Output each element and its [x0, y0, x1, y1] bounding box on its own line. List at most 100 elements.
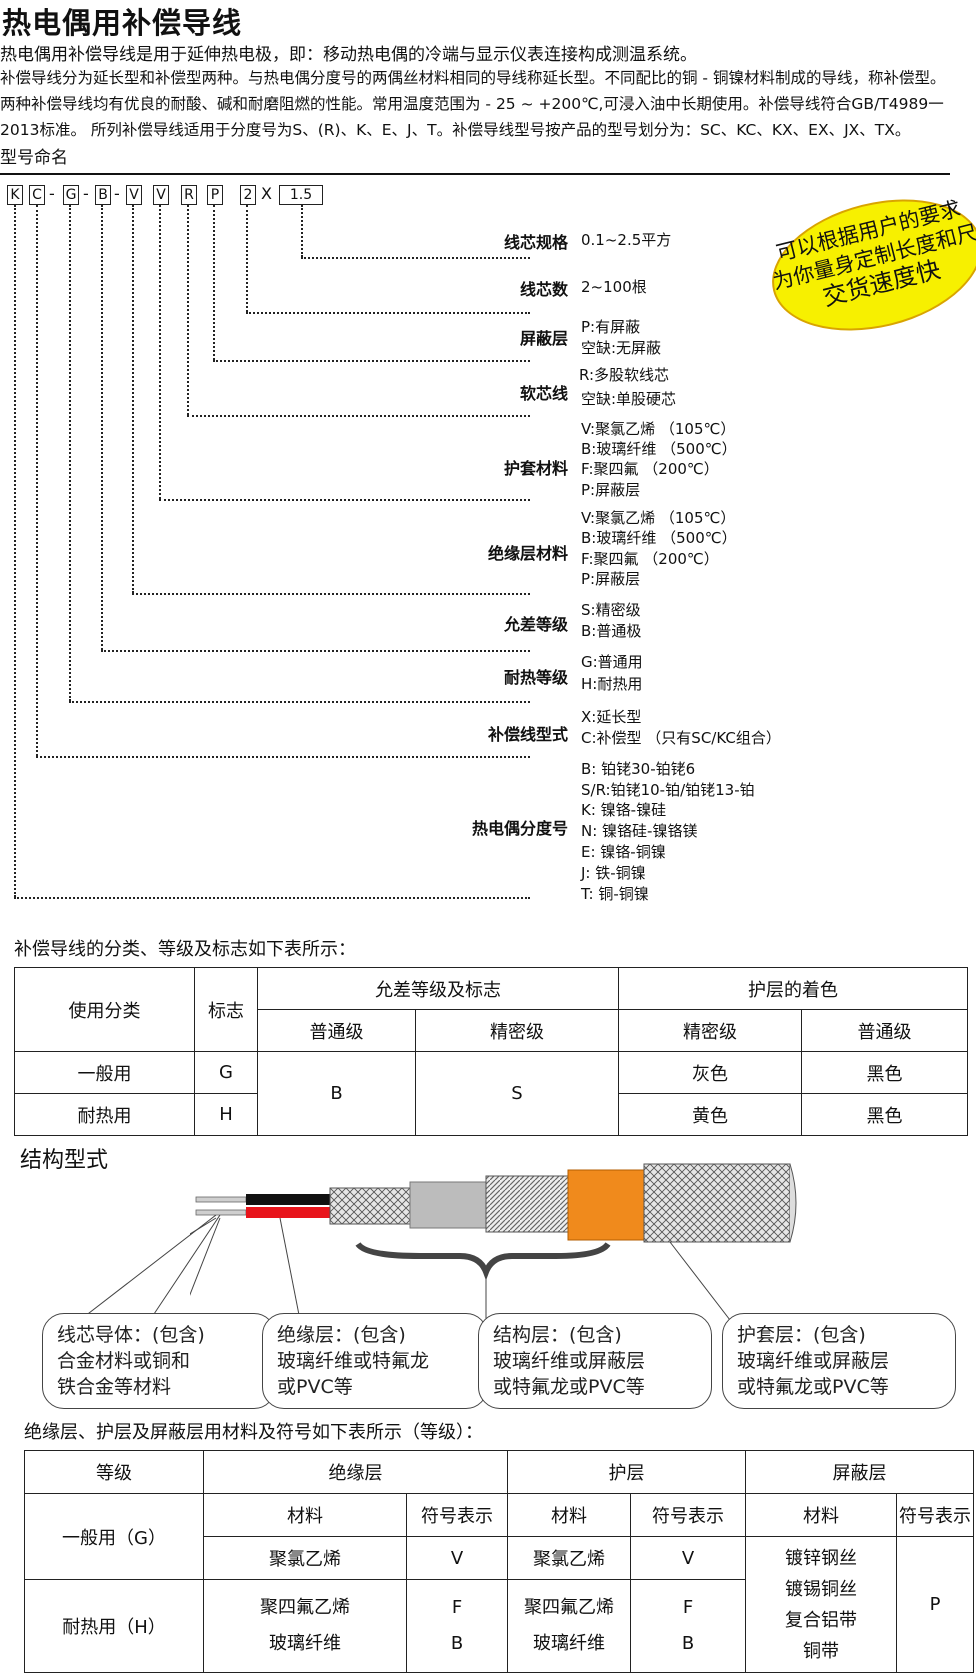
naming-value: K: 镍铬-镍硅	[581, 801, 667, 819]
cell-jacket-symbol: V	[630, 1536, 746, 1580]
connector	[301, 205, 303, 257]
connector	[159, 205, 161, 499]
intro-line-1: 热电偶用补偿导线是用于延伸热电极，即：移动热电偶的冷端与显示仪表连接构成测温系统…	[0, 45, 697, 65]
naming-label-heat-grade: 耐热等级	[503, 668, 568, 687]
header-use: 使用分类	[14, 967, 195, 1052]
cell-jacket-material: 聚氯乙烯	[507, 1536, 631, 1580]
naming-value: J: 铁-铜镍	[581, 864, 646, 882]
promo-badge: 可以根据用户的要求 为你量身定制长度和尺寸 交货速度快	[758, 178, 976, 352]
cell-shield-symbol: P	[896, 1536, 974, 1673]
cell-color: 黄色	[618, 1093, 802, 1136]
intro-line-4: 2013标准。 所列补偿导线适用于分度号为S、(R)、K、E、J、T。补偿导线型…	[0, 121, 911, 139]
shield-material: 复合铝带	[785, 1609, 857, 1631]
table-row: 聚氯乙烯 V 聚氯乙烯 V 镀锌钢丝 镀锡铜丝 复合铝带 铜带 P	[25, 1536, 974, 1673]
naming-label-shield: 屏蔽层	[519, 329, 568, 348]
callout-conductor: 线芯导体：(包含) 合金材料或铜和 铁合金等材料	[42, 1313, 276, 1409]
cell-mark: H	[194, 1093, 258, 1136]
naming-label-insulation: 绝缘层材料	[487, 544, 568, 563]
connector	[213, 360, 530, 362]
callout-insulation: 绝缘层：(包含) 玻璃纤维或特氟龙 或PVC等	[262, 1313, 488, 1409]
code-letter-v1: V	[126, 185, 142, 205]
code-letter-r: R	[181, 185, 197, 205]
naming-value: H:耐热用	[581, 675, 643, 693]
connector	[132, 593, 530, 595]
code-letter-b: B	[95, 185, 111, 205]
callout-line: 合金材料或铜和	[57, 1350, 191, 1372]
orange-layer	[567, 1169, 645, 1241]
callout-line: 或PVC等	[277, 1376, 353, 1398]
naming-value: E: 镍铬-铜镍	[581, 843, 666, 861]
connector	[246, 205, 248, 312]
naming-label-jacket: 护套材料	[503, 459, 568, 478]
header-insulation: 绝缘层	[203, 1450, 508, 1494]
header-symbol: 符号表示	[896, 1493, 974, 1537]
ins-symbol: F	[451, 1597, 463, 1618]
naming-value: B: 铂铑30-铂铑6	[581, 760, 696, 778]
naming-label-core-spec: 线芯规格	[503, 233, 568, 252]
divider	[0, 173, 950, 175]
materials-table: 等级 绝缘层 护层 屏蔽层 一般用（G） 材料 符号表示 材料 符号表示 材料 …	[24, 1450, 974, 1673]
naming-label-tolerance: 允差等级	[503, 615, 568, 634]
callout-line: 绝缘层：(包含)	[277, 1324, 406, 1346]
naming-value: G:普通用	[581, 653, 643, 671]
naming-value: B:普通极	[581, 622, 642, 640]
shield-material: 铜带	[803, 1640, 839, 1662]
naming-value: B:玻璃纤维 （500℃）	[581, 440, 737, 458]
header-tolerance: 允差等级及标志	[257, 967, 619, 1010]
cell-color: 黑色	[801, 1093, 968, 1136]
connector	[36, 756, 530, 758]
connector	[246, 312, 530, 314]
insulation-black	[246, 1194, 330, 1205]
naming-value: 空缺:无屏蔽	[581, 339, 662, 357]
leader-line	[669, 1241, 731, 1320]
code-dash: -	[49, 184, 55, 203]
code-letter-p: P	[207, 185, 223, 205]
naming-label-soft-core: 软芯线	[519, 384, 568, 403]
jacket-symbol: B	[681, 1633, 695, 1654]
leader-line	[279, 1217, 301, 1320]
header-jacket-color: 护层的着色	[618, 967, 968, 1010]
cell-heat: 耐热用（H）	[24, 1579, 204, 1673]
ins-symbol: B	[450, 1633, 464, 1654]
connector	[69, 701, 530, 703]
ins-material: 聚四氟乙烯	[260, 1597, 350, 1618]
classification-table: 使用分类 标志 允差等级及标志 护层的着色 普通级 精密级 精密级 普通级 一般…	[14, 967, 968, 1136]
callout-line: 或特氟龙或PVC等	[737, 1376, 889, 1398]
outer-jacket	[643, 1163, 791, 1243]
cell-shield-materials: 镀锌钢丝 镀锡铜丝 复合铝带 铜带	[745, 1536, 897, 1673]
naming-value: S:精密级	[581, 601, 641, 619]
table-row: 耐热用 H 黄色 黑色	[14, 1093, 968, 1136]
code-letter-c: C	[29, 185, 45, 205]
cell-use: 耐热用	[14, 1093, 195, 1136]
outer-jacket-end	[789, 1163, 797, 1243]
intro-line-2: 补偿导线分为延长型和补偿型两种。与热电偶分度号的两偶丝材料相同的导线称延长型。不…	[0, 69, 946, 87]
naming-label-core-count: 线芯数	[519, 280, 568, 299]
callout-line: 护套层：(包含)	[737, 1324, 866, 1346]
leader-line	[190, 1217, 221, 1296]
shield-material: 镀锌钢丝	[785, 1547, 857, 1569]
inner-shield	[329, 1187, 411, 1225]
cell-jacket-materials: 聚四氟乙烯 玻璃纤维	[507, 1579, 631, 1673]
cell-color: 黑色	[801, 1051, 968, 1094]
naming-label-graduation: 热电偶分度号	[471, 819, 568, 838]
callout-line: 玻璃纤维或屏蔽层	[493, 1350, 646, 1372]
connector	[14, 897, 530, 899]
braid-layer	[485, 1175, 569, 1233]
cell-jacket-symbols: F B	[630, 1579, 746, 1673]
cell-tol-precise: S	[415, 1051, 619, 1136]
jacket-material: 玻璃纤维	[533, 1633, 605, 1654]
callout-line: 玻璃纤维或屏蔽层	[737, 1350, 890, 1372]
jacket-symbol: F	[682, 1597, 694, 1618]
naming-value: V:聚氯乙烯 （105℃）	[581, 509, 736, 527]
cell-ins-materials: 聚四氟乙烯 玻璃纤维	[203, 1579, 407, 1673]
callout-line: 玻璃纤维或特氟龙	[277, 1350, 430, 1372]
code-letter-g: G	[63, 185, 79, 205]
callout-line: 或特氟龙或PVC等	[493, 1376, 645, 1398]
intro-line-3: 两种补偿导线均有优良的耐酸、碱和耐磨阻燃的性能。常用温度范围为 - 25 ~ +…	[0, 95, 944, 113]
header-shield: 屏蔽层	[745, 1450, 974, 1494]
table1-caption: 补偿导线的分类、等级及标志如下表所示：	[14, 939, 356, 960]
naming-value: 空缺:单股硬芯	[581, 390, 677, 408]
cell-use: 一般用	[14, 1051, 195, 1094]
connector	[101, 205, 103, 650]
code-number-2: 2	[240, 185, 256, 205]
